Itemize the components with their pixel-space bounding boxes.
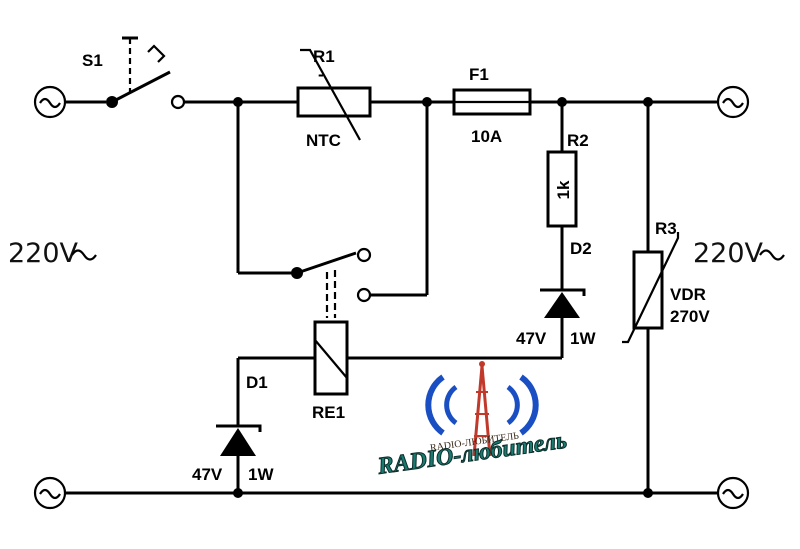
ac-terminal-top-right [716, 85, 750, 119]
relay-contact [291, 247, 372, 318]
label-d1-power: 1W [248, 465, 274, 484]
ac-terminal-bottom-right [716, 476, 750, 510]
antenna-waves-icon [425, 374, 539, 436]
label-r2: R2 [567, 131, 589, 150]
junctions [233, 97, 653, 498]
voltage-label-right: 220V [693, 238, 785, 269]
zener-diode-d2 [540, 288, 586, 358]
label-f1: F1 [469, 65, 489, 84]
label-r3-value: 270V [670, 307, 710, 326]
bypass-wiring [236, 102, 429, 297]
fuse-f1 [452, 88, 532, 116]
voltage-label-left: 220V [8, 238, 97, 269]
voltage-left-text: 220V [8, 238, 79, 269]
radio-lyubitel-logo: RADIO-ЛЮБИТЕЛЬ RADIO-любитель [375, 361, 569, 480]
varistor-r3 [622, 102, 680, 493]
ac-terminal-top-left [33, 85, 67, 119]
label-d2-voltage: 47V [516, 329, 547, 348]
label-d2-power: 1W [570, 329, 596, 348]
label-d1: D1 [246, 373, 268, 392]
label-s1: S1 [82, 51, 103, 70]
label-r1-type: NTC [306, 131, 341, 150]
radio-mast-icon [472, 361, 492, 457]
ac-tilde-icon [71, 249, 97, 261]
label-d2: D2 [570, 239, 592, 258]
ac-tilde-icon [759, 249, 785, 261]
label-f1-rating: 10A [471, 127, 502, 146]
label-r3-type: VDR [670, 285, 706, 304]
label-re1: RE1 [312, 403, 345, 422]
resistor-r2 [546, 102, 578, 290]
label-r3: R3 [655, 219, 677, 238]
label-d1-voltage: 47V [192, 465, 223, 484]
ac-terminal-bottom-left [33, 476, 67, 510]
label-r2-value: 1k [554, 180, 573, 199]
label-r1-sign: - [318, 65, 324, 84]
voltage-right-text: 220V [693, 238, 764, 269]
thermistor-r1 [296, 48, 372, 141]
label-r1: R1 [313, 47, 335, 66]
logo-big-text: RADIO-любитель [375, 428, 568, 480]
relay-coil-re1 [238, 320, 562, 396]
zener-diode-d1 [216, 358, 262, 493]
switch-s1 [106, 36, 186, 110]
